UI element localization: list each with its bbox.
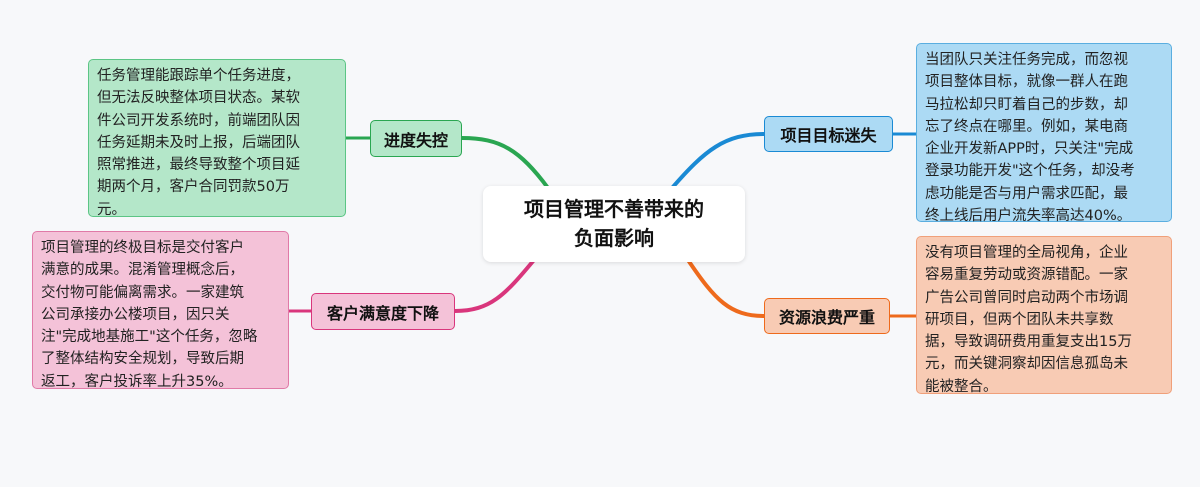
detail-line: 公司承接办公楼项目，因只关 xyxy=(41,306,230,323)
central-topic-line: 负面影响 xyxy=(574,226,654,250)
detail-line: 期两个月，客户合同罚款50万 xyxy=(97,179,290,196)
detail-line: 照常推进，最终导致整个项目延 xyxy=(97,157,300,174)
detail-resource-waste[interactable]: 没有项目管理的全局视角，企业 容易重复劳动或资源错配。一家 广告公司曾同时启动两… xyxy=(916,236,1172,395)
detail-line: 登录功能开发"这个任务，却没考 xyxy=(925,163,1135,180)
detail-line: 项目管理的终极目标是交付客户 xyxy=(41,240,244,256)
detail-line: 没有项目管理的全局视角，企业 xyxy=(925,245,1128,261)
detail-line: 元，而关键洞察却因信息孤岛未 xyxy=(925,356,1128,373)
connector-schedule xyxy=(461,136,550,190)
detail-line: 当团队只关注任务完成，而忽视 xyxy=(925,52,1128,68)
detail-line: 项目整体目标，就像一群人在跑 xyxy=(925,74,1128,91)
branch-satisfaction-drop[interactable]: 客户满意度下降 xyxy=(311,293,455,330)
connector-satisfaction xyxy=(454,258,536,313)
connector-waste xyxy=(686,258,765,318)
detail-line: 能被整合。 xyxy=(925,378,998,395)
detail-line: 终上线后用户流失率高达40%。 xyxy=(925,208,1132,225)
detail-line: 交付物可能偏离需求。一家建筑 xyxy=(41,284,244,301)
detail-line: 任务延期未及时上报，后端团队 xyxy=(97,134,300,151)
detail-line: 广告公司曾同时启动两个市场调 xyxy=(925,289,1128,306)
detail-line: 马拉松却只盯着自己的步数，却 xyxy=(925,96,1128,113)
branch-schedule-loss[interactable]: 进度失控 xyxy=(370,120,462,157)
detail-line: 元。 xyxy=(97,201,126,218)
detail-line: 据，导致调研费用重复支出15万 xyxy=(925,334,1132,351)
detail-line: 了整体结构安全规划，导致后期 xyxy=(41,351,244,368)
detail-schedule-loss[interactable]: 任务管理能跟踪单个任务进度， 但无法反映整体项目状态。某软 件公司开发系统时，前… xyxy=(88,59,346,218)
detail-line: 返工，客户投诉率上升35%。 xyxy=(41,373,233,390)
detail-line: 忘了终点在哪里。例如，某电商 xyxy=(925,118,1128,135)
branch-label: 客户满意度下降 xyxy=(326,303,439,323)
detail-line: 企业开发新APP时，只关注"完成 xyxy=(925,141,1134,158)
detail-satisfaction-drop[interactable]: 项目管理的终极目标是交付客户 满意的成果。混淆管理概念后， 交付物可能偏离需求。… xyxy=(32,231,289,390)
detail-line: 容易重复劳动或资源错配。一家 xyxy=(925,267,1128,284)
detail-line: 研项目，但两个团队未共享数 xyxy=(925,311,1114,328)
detail-line: 注"完成地基施工"这个任务，忽略 xyxy=(41,329,258,346)
branch-goal-loss[interactable]: 项目目标迷失 xyxy=(764,116,893,152)
detail-line: 虑功能是否与用户需求匹配，最 xyxy=(925,185,1128,202)
detail-line: 但无法反映整体项目状态。某软 xyxy=(97,90,300,107)
central-topic-line: 项目管理不善带来的 xyxy=(524,197,704,221)
detail-line: 任务管理能跟踪单个任务进度， xyxy=(97,68,300,84)
detail-line: 满意的成果。混淆管理概念后， xyxy=(41,262,244,279)
branch-label: 项目目标迷失 xyxy=(780,126,877,145)
detail-goal-loss[interactable]: 当团队只关注任务完成，而忽视 项目整体目标，就像一群人在跑 马拉松却只盯着自己的… xyxy=(916,43,1172,224)
connector-goal xyxy=(670,132,765,190)
detail-line: 件公司开发系统时，前端团队因 xyxy=(97,112,300,129)
branch-resource-waste[interactable]: 资源浪费严重 xyxy=(764,298,890,334)
branch-label: 进度失控 xyxy=(383,130,448,150)
branch-label: 资源浪费严重 xyxy=(778,308,875,327)
central-topic[interactable]: 项目管理不善带来的 负面影响 xyxy=(483,186,745,262)
